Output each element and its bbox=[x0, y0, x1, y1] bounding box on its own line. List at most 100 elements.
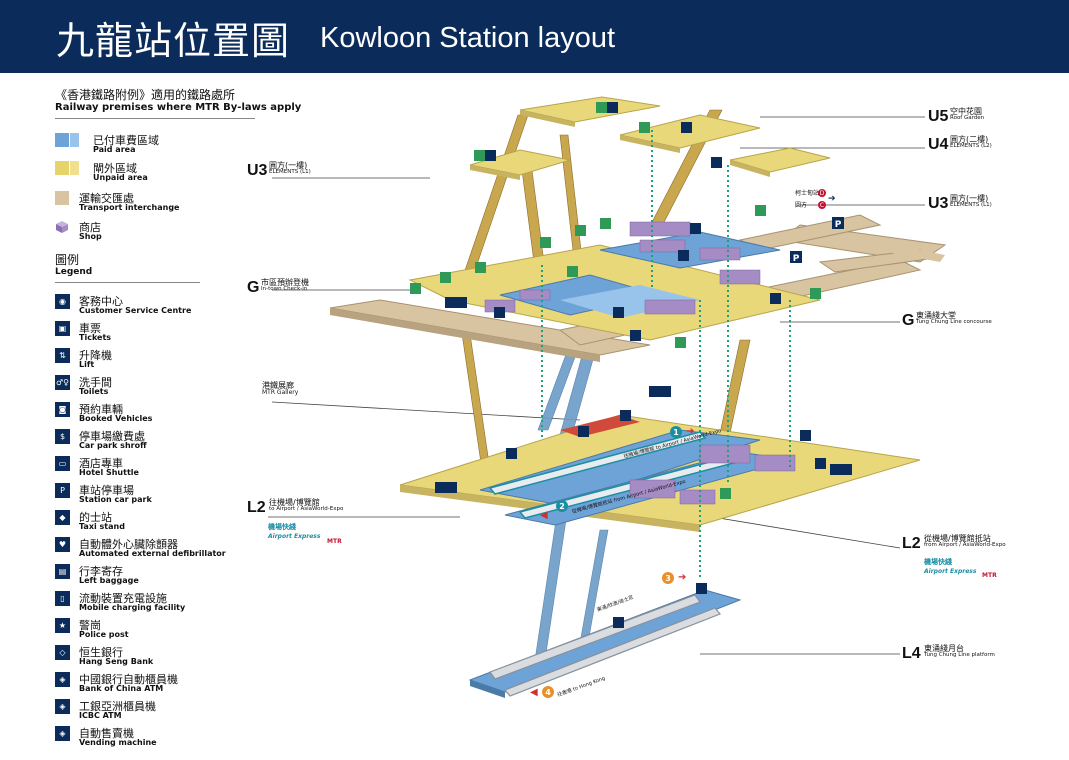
lift-icon: ⇅ bbox=[55, 348, 70, 363]
customer-service-icon: ◉ bbox=[55, 294, 70, 309]
legend-label-en: Station car park bbox=[79, 495, 152, 504]
car-park-shroff-icon: $ bbox=[55, 429, 70, 444]
legend-label-zh: 自動售賣機 bbox=[79, 727, 134, 740]
svg-text:1: 1 bbox=[673, 428, 679, 437]
svg-text:P: P bbox=[793, 254, 800, 264]
svg-text:C: C bbox=[820, 202, 824, 209]
svg-text:D: D bbox=[820, 190, 825, 197]
legend-label-en: ICBC ATM bbox=[79, 711, 122, 720]
toilet-icon: ♂♀ bbox=[55, 375, 70, 390]
level-u3-left-label: U3 圓方(一樓) ELEMENTS (L1) bbox=[247, 161, 311, 179]
legend-label-en: Toilets bbox=[79, 387, 109, 396]
paid-swatch bbox=[55, 133, 69, 147]
legend-title-en: Legend bbox=[55, 267, 93, 277]
legend-label-en: Tickets bbox=[79, 333, 112, 342]
legend-label-en: Hotel Shuttle bbox=[79, 468, 139, 477]
legend-label-zh: 警崗 bbox=[79, 619, 101, 632]
svg-text:2: 2 bbox=[559, 502, 565, 511]
taxi-icon: ◆ bbox=[55, 510, 70, 525]
left-baggage-icon: ▤ bbox=[55, 564, 70, 579]
divider bbox=[55, 118, 255, 119]
svg-text:P: P bbox=[835, 220, 842, 230]
svg-text:➔: ➔ bbox=[828, 194, 836, 204]
ticket-icon: ▣ bbox=[55, 321, 70, 336]
platform-3-badge bbox=[662, 572, 674, 584]
level-u3-right-label: U3 圓方(一樓) ELEMENTS (L1) bbox=[928, 194, 992, 212]
svg-text:➔: ➔ bbox=[678, 572, 686, 583]
level-l2-left-label: L2 往機場/博覽館 to Airport / AsiaWorld-Expo bbox=[247, 498, 344, 516]
tung-chung-train-2 bbox=[504, 607, 721, 697]
roof-garden-platform bbox=[519, 96, 661, 123]
legend-label-en: Customer Service Centre bbox=[79, 306, 192, 315]
platform-4-badge bbox=[542, 686, 554, 698]
hotel-shuttle-icon: ▭ bbox=[55, 456, 70, 471]
unpaid-swatch bbox=[55, 161, 69, 175]
mtr-logo-right: MTR bbox=[982, 572, 997, 579]
transport-swatch bbox=[55, 191, 69, 205]
level-g-right-label: G 東涌綫大堂 Tung Chung Line concourse bbox=[902, 311, 992, 329]
legend-label-zh: 的士站 bbox=[79, 511, 112, 524]
l4-platform bbox=[468, 589, 742, 693]
shop-cube-icon bbox=[56, 221, 68, 233]
tung-chung-train-1 bbox=[489, 594, 701, 680]
airport-express-train-1 bbox=[488, 431, 707, 495]
l2-paid-area bbox=[479, 429, 761, 506]
level-u4-label: U4 圓方(二樓) ELEMENTS (L2) bbox=[928, 135, 992, 153]
legend-label-zh: 工銀亞洲櫃員機 bbox=[79, 700, 156, 713]
divider bbox=[55, 282, 200, 283]
legend-label-en: Automated external defibrillator bbox=[79, 549, 226, 558]
lift-signs bbox=[410, 102, 821, 499]
legend-label-en: Left baggage bbox=[79, 576, 139, 585]
svg-text:◀: ◀ bbox=[530, 687, 538, 698]
legend-label-zh: 客務中心 bbox=[79, 295, 123, 308]
level-u5-label: U5 空中花園 Roof Garden bbox=[928, 107, 985, 125]
svg-text:4: 4 bbox=[545, 688, 551, 697]
bylaws-title-en: Railway premises where MTR By-laws apply bbox=[55, 102, 302, 113]
svg-text:➔: ➔ bbox=[686, 426, 694, 437]
legend-label-en: Lift bbox=[79, 360, 95, 369]
svg-text:3: 3 bbox=[665, 574, 671, 583]
legend-label-zh: 預約車輛 bbox=[79, 403, 123, 416]
defibrillator-icon: ♥ bbox=[55, 537, 70, 552]
legend-label-zh: 車站停車場 bbox=[79, 484, 134, 497]
booked-vehicle-icon: ◙ bbox=[55, 402, 70, 417]
legend-label-en: Bank of China ATM bbox=[79, 684, 164, 693]
mtr-logo-left: MTR bbox=[327, 538, 342, 545]
charging-icon: ▯ bbox=[55, 591, 70, 606]
svg-text:柯士甸站: 柯士甸站 bbox=[795, 189, 819, 197]
paid-swatch-light bbox=[70, 133, 79, 147]
page-title-zh: 九龍站位置圖 bbox=[56, 19, 291, 63]
legend-label-en: Police post bbox=[79, 630, 129, 639]
legend-label-zh: 恒生銀行 bbox=[79, 646, 123, 659]
svg-text:圓方: 圓方 bbox=[795, 201, 807, 209]
legend-label-en: Vending machine bbox=[79, 738, 157, 747]
platform-2-badge bbox=[556, 500, 568, 512]
legend-label-en: Hang Seng Bank bbox=[79, 657, 154, 666]
legend-title-zh: 圖例 bbox=[55, 253, 80, 267]
unpaid-swatch-light bbox=[70, 161, 79, 175]
legend-label-en: Taxi stand bbox=[79, 522, 125, 531]
header-bar: 九龍站位置圖 Kowloon Station layout bbox=[0, 0, 1069, 73]
bylaws-title-zh: 《香港鐵路附例》適用的鐵路處所 bbox=[55, 88, 236, 102]
boc-atm-icon: ◈ bbox=[55, 672, 70, 687]
legend-label-en: Mobile charging facility bbox=[79, 603, 186, 612]
legend-label-zh: 洗手間 bbox=[79, 376, 112, 389]
legend-label-zh: 車票 bbox=[79, 322, 101, 335]
level-g-left-label: G 市區預辦登機 In-town Check-in bbox=[247, 278, 309, 296]
page-title-en: Kowloon Station layout bbox=[320, 22, 616, 54]
vending-icon: ◈ bbox=[55, 726, 70, 741]
legend-label-zh: 升降機 bbox=[79, 349, 112, 362]
legend-label-zh: 行李寄存 bbox=[79, 565, 123, 578]
svg-text:◀: ◀ bbox=[540, 510, 548, 521]
car-park-icon: P bbox=[55, 483, 70, 498]
legend-label-zh: 流動裝置充電設施 bbox=[79, 592, 167, 605]
hang-seng-icon: ◇ bbox=[55, 645, 70, 660]
legend-label-zh: 自動體外心臟除顫器 bbox=[79, 538, 178, 551]
u3-right-platform bbox=[729, 147, 831, 173]
legend-label-en: Booked Vehicles bbox=[79, 414, 153, 423]
legend-label-zh: 中國銀行自動櫃員機 bbox=[79, 673, 178, 686]
level-l4-label: L4 東涌綫月台 Tung Chung Line platform bbox=[902, 644, 995, 662]
